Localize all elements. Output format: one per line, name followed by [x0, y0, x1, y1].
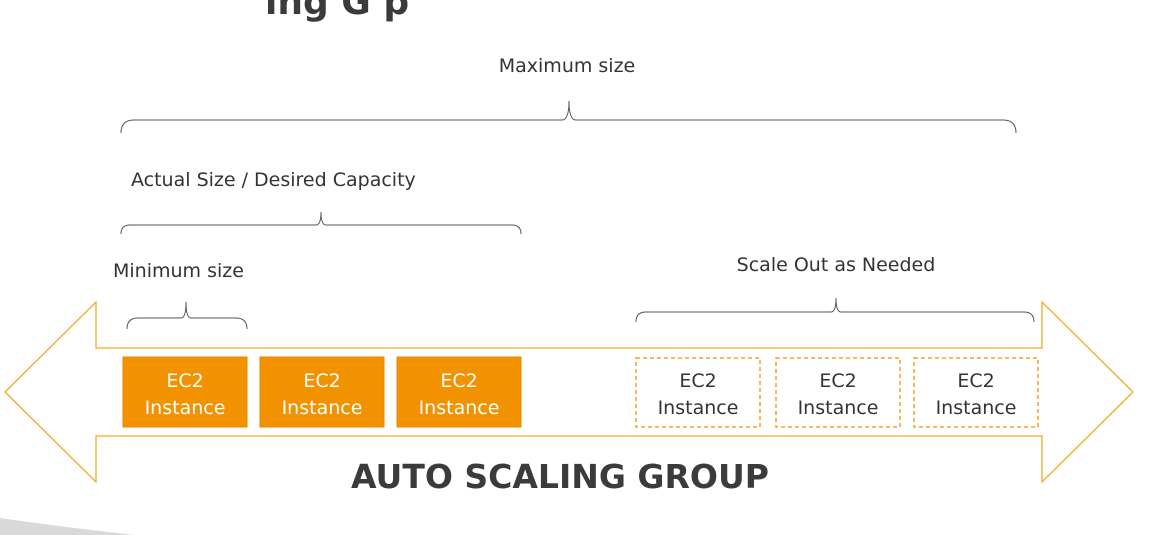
desired-capacity-label: Actual Size / Desired Capacity — [131, 169, 416, 191]
instance-line1: EC2 — [303, 370, 340, 392]
scale-out-label: Scale Out as Needed — [737, 254, 936, 276]
instance-line1: EC2 — [166, 370, 203, 392]
maximum-size-label: Maximum size — [499, 55, 636, 77]
scale-out-bracket — [635, 297, 1035, 323]
auto-scaling-group-title: AUTO SCALING GROUP — [351, 457, 769, 496]
slide-heading-fragment: ing G p — [265, 0, 409, 23]
instance-line1: EC2 — [440, 370, 477, 392]
instance-line1: EC2 — [679, 370, 716, 392]
maximum-size-bracket — [120, 100, 1017, 134]
instance-line2: Instance — [282, 397, 363, 419]
ec2-instance-potential: EC2 Instance — [913, 357, 1039, 428]
group-double-arrow — [4, 300, 1134, 484]
instance-line2: Instance — [798, 397, 879, 419]
instance-line1: EC2 — [819, 370, 856, 392]
ec2-instance-running: EC2 Instance — [122, 356, 248, 428]
instance-line2: Instance — [936, 397, 1017, 419]
instance-line1: EC2 — [957, 370, 994, 392]
instance-line2: Instance — [145, 397, 226, 419]
ec2-instance-running: EC2 Instance — [396, 356, 522, 428]
slide-decoration-swoosh — [0, 518, 135, 535]
ec2-instance-running: EC2 Instance — [259, 356, 385, 428]
instance-line2: Instance — [419, 397, 500, 419]
ec2-instance-potential: EC2 Instance — [635, 357, 761, 428]
ec2-instance-potential: EC2 Instance — [775, 357, 901, 428]
minimum-size-bracket — [126, 301, 248, 330]
minimum-size-label: Minimum size — [113, 260, 244, 282]
desired-capacity-bracket — [120, 211, 522, 235]
instance-line2: Instance — [658, 397, 739, 419]
